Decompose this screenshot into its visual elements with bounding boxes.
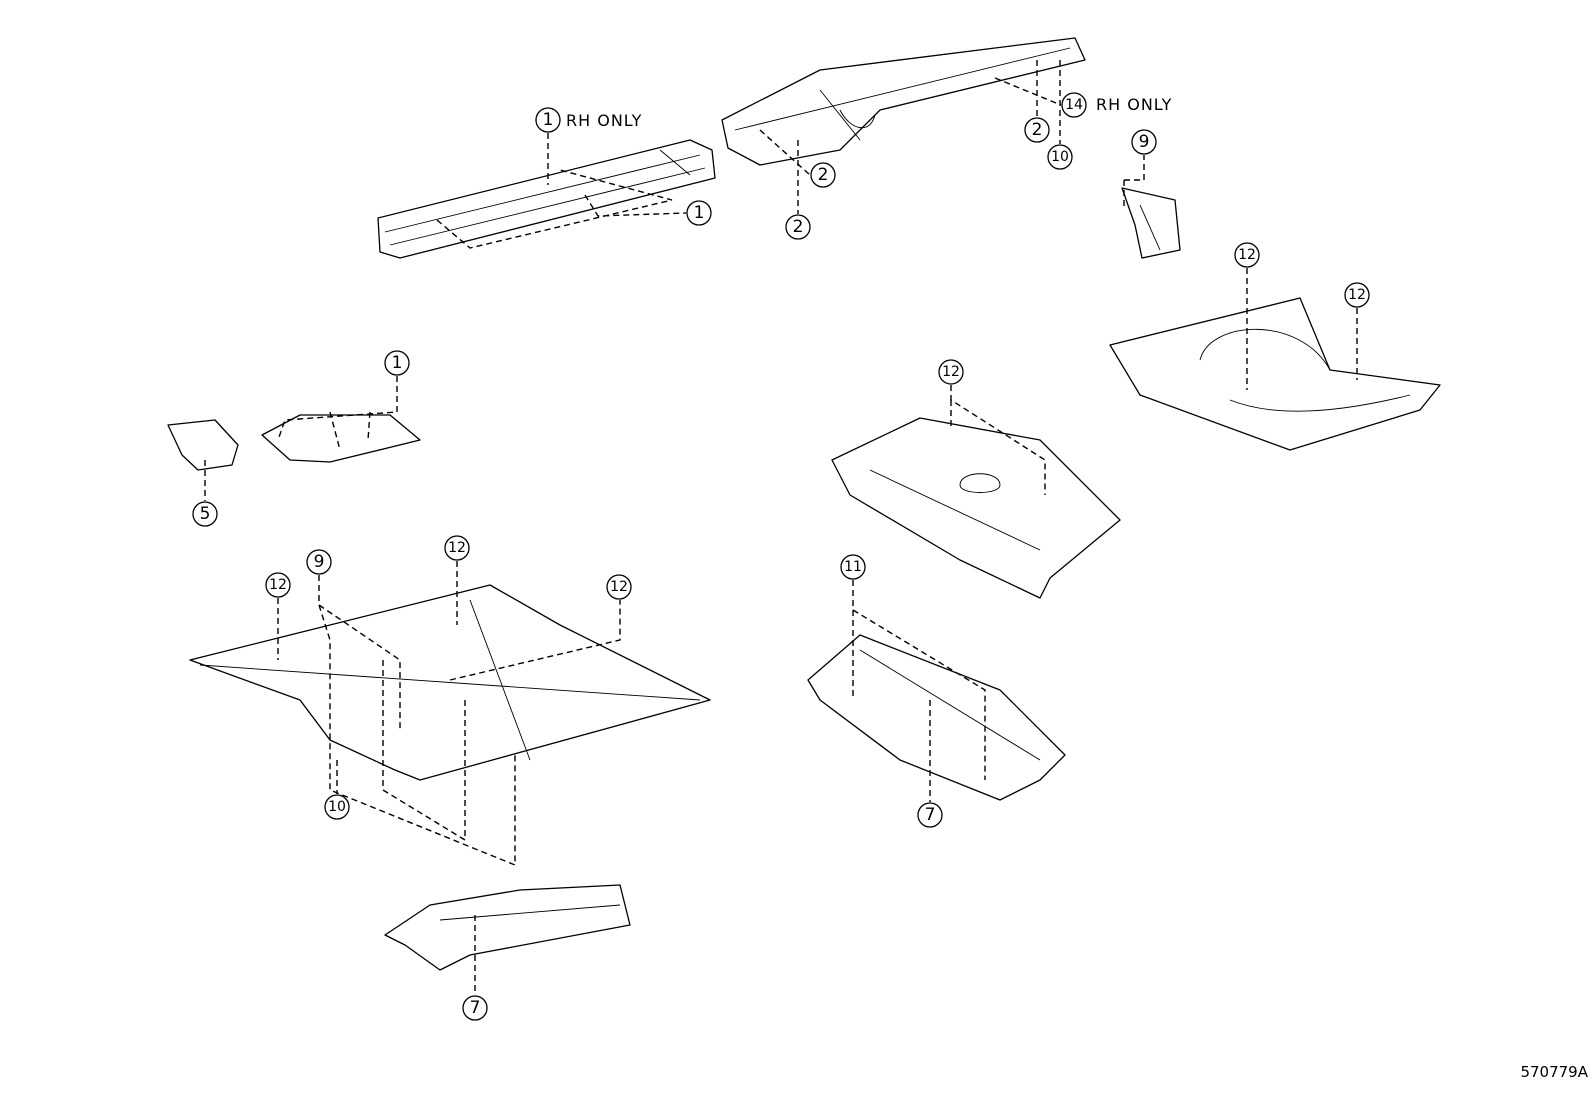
callout-1: 1 — [384, 350, 410, 376]
svg-text:12: 12 — [942, 364, 960, 380]
callout-2: 2 — [785, 214, 811, 240]
callout-1: 1 — [686, 200, 712, 226]
svg-text:2: 2 — [818, 165, 829, 185]
front-floor-frame — [721, 37, 1086, 166]
callout-2: 2 — [1024, 117, 1050, 143]
svg-text:1: 1 — [694, 203, 705, 223]
svg-text:12: 12 — [1348, 287, 1366, 303]
bracket-9 — [1121, 187, 1181, 259]
callout-9: 9 — [306, 549, 332, 575]
leader-lines — [204, 60, 1358, 995]
rh-only-note: RH ONLY — [566, 111, 642, 130]
floor-tunnel-7 — [384, 884, 631, 971]
svg-text:5: 5 — [200, 504, 211, 524]
callout-1-rh-only: 1 — [535, 107, 561, 133]
svg-text:2: 2 — [1032, 120, 1043, 140]
front-floor-panel — [189, 584, 711, 781]
bracket-5 — [167, 419, 239, 471]
diagram-id: 570779A — [1520, 1063, 1588, 1081]
svg-text:14: 14 — [1065, 97, 1083, 113]
callout-12: 12 — [444, 535, 470, 561]
callout-10: 10 — [1047, 144, 1073, 170]
callout-12: 12 — [1344, 282, 1370, 308]
svg-text:12: 12 — [610, 579, 628, 595]
callout-7: 7 — [917, 802, 943, 828]
callout-5: 5 — [192, 501, 218, 527]
callout-11: 11 — [840, 554, 866, 580]
svg-text:12: 12 — [448, 540, 466, 556]
svg-text:9: 9 — [314, 552, 325, 572]
center-floor-pan — [831, 417, 1121, 599]
svg-text:12: 12 — [1238, 247, 1256, 263]
svg-text:12: 12 — [269, 577, 287, 593]
rear-floor-pan — [1109, 297, 1441, 451]
svg-text:7: 7 — [925, 805, 936, 825]
reinforcement-1 — [261, 414, 421, 463]
svg-text:10: 10 — [328, 799, 346, 815]
callout-12: 12 — [938, 359, 964, 385]
svg-text:9: 9 — [1139, 132, 1150, 152]
svg-text:1: 1 — [392, 353, 403, 373]
cross-member-11 — [807, 634, 1066, 801]
callout-9: 9 — [1131, 129, 1157, 155]
callout-12: 12 — [606, 574, 632, 600]
callout-10: 10 — [324, 794, 350, 820]
callout-7: 7 — [462, 995, 488, 1021]
callout-14: 14 — [1061, 92, 1087, 118]
svg-text:7: 7 — [470, 998, 481, 1018]
svg-text:1: 1 — [543, 110, 554, 130]
callout-2: 2 — [810, 162, 836, 188]
side-member-rail — [377, 139, 716, 259]
svg-text:11: 11 — [844, 559, 862, 575]
svg-text:10: 10 — [1051, 149, 1069, 165]
callout-12: 12 — [1234, 242, 1260, 268]
svg-text:2: 2 — [793, 217, 804, 237]
rh-only-note: RH ONLY — [1096, 95, 1172, 114]
callout-12: 12 — [265, 572, 291, 598]
